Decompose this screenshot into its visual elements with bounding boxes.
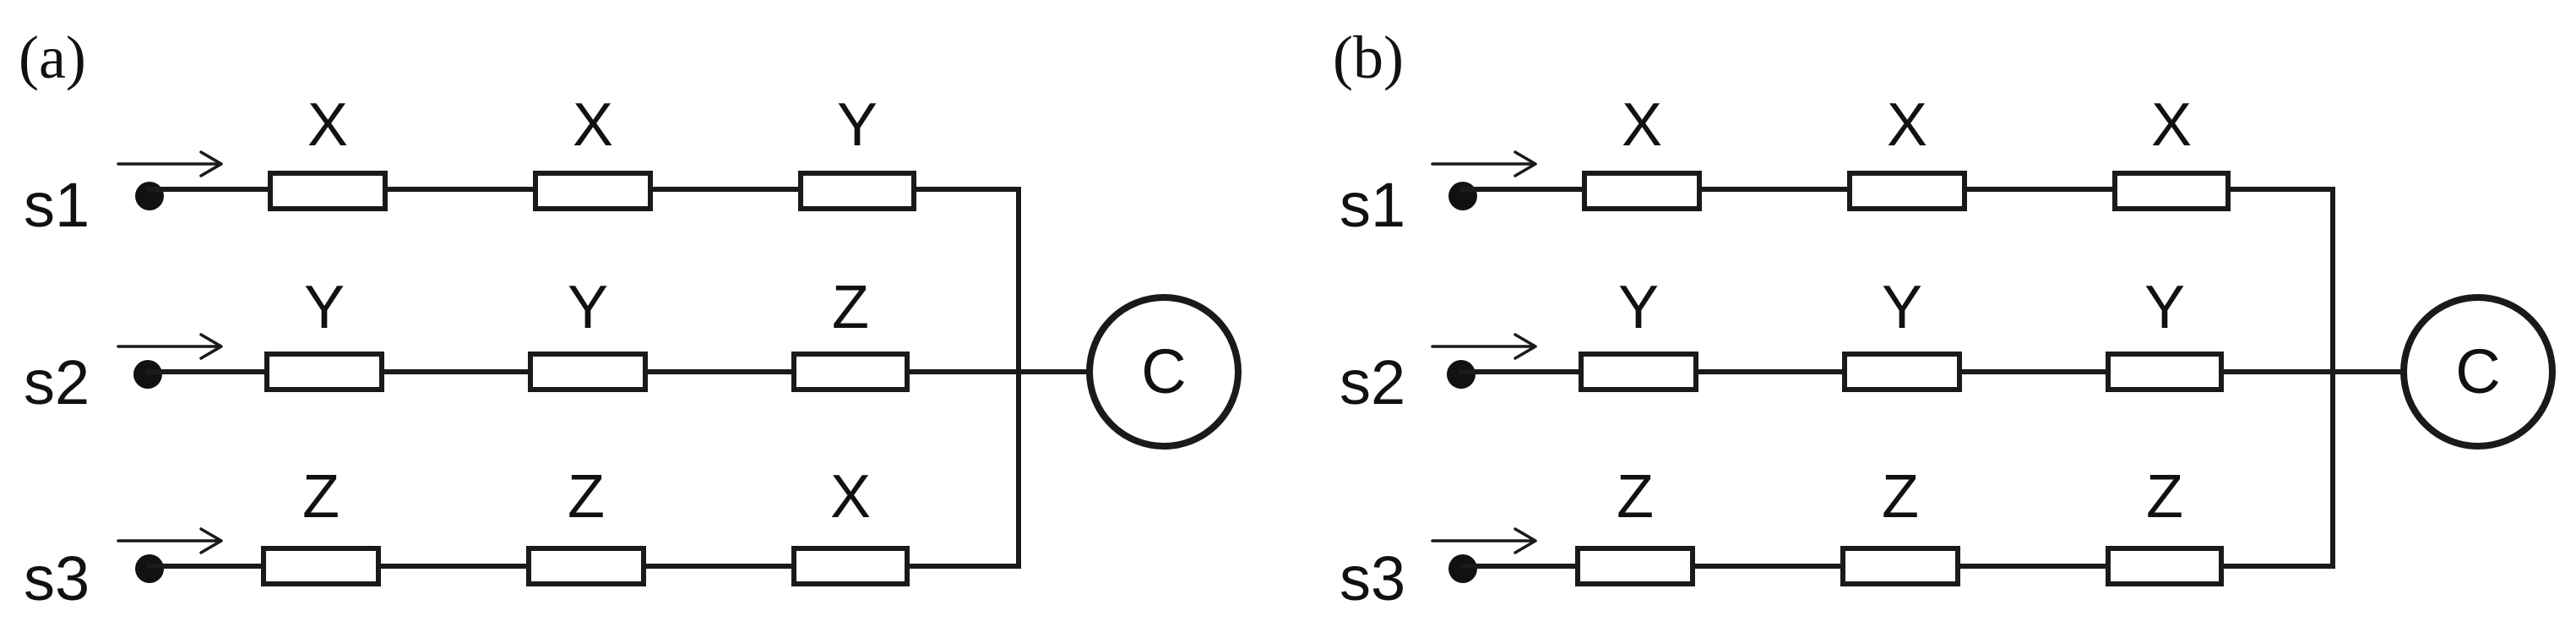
panel-b-row-3-component-3: [2106, 546, 2224, 586]
panel-a-row-1-component-2: [533, 171, 653, 211]
panel-a-source-s1-node: [135, 182, 164, 210]
panel-b: (b) s1 X X X s2 Y: [1333, 24, 2556, 613]
panel-b-row-1-component-1-label: X: [1622, 91, 1662, 159]
panel-a-row-3-component-2: [526, 546, 646, 586]
panel-a-center-label: C: [1141, 336, 1186, 406]
panel-a-row-1-component-2-label: X: [573, 91, 613, 159]
panel-a-source-s2-label: s2: [24, 347, 90, 417]
panel-b-row-2-direction-arrow: [1431, 333, 1537, 360]
panel-a-row-3-component-3: [791, 546, 910, 586]
panel-a-row-2-component-2: [528, 352, 648, 392]
panel-a-row-1-component-3: [798, 171, 916, 211]
panel-b-row-1-component-2: [1847, 171, 1967, 211]
panel-b-label: (b): [1333, 24, 1404, 91]
panel-b-row-3-component-2-label: Z: [1882, 463, 1919, 531]
panel-a-source-s3-label: s3: [24, 543, 90, 613]
panel-a-row-1-component-1-label: X: [307, 91, 348, 159]
panel-b-row-2-component-2: [1842, 352, 1962, 392]
panel-a: (a) s1 X X Y s2 Y: [19, 24, 1242, 613]
panel-b-source-s3-label: s3: [1340, 543, 1405, 613]
panel-b-row-1: s1 X X X: [1340, 91, 2335, 240]
panel-a-row-3-direction-arrow: [117, 527, 223, 554]
panel-b-row-1-direction-arrow: [1431, 150, 1537, 177]
panel-b-row-1-component-2-label: X: [1887, 91, 1927, 159]
panel-a-center-node: [1086, 294, 1242, 450]
panel-b-row-3-component-2: [1840, 546, 1960, 586]
panel-b-row-3-component-1-label: Z: [1617, 463, 1654, 531]
panel-b-row-1-component-1: [1582, 171, 1702, 211]
panel-a-row-2-component-2-label: Y: [568, 274, 608, 341]
panel-a-row-1-component-3-label: Y: [837, 91, 878, 159]
panel-a-row-3-component-3-label: X: [830, 463, 871, 531]
panel-b-row-2: s2 Y Y Y: [1340, 274, 2406, 417]
panel-b-row-2-component-3: [2106, 352, 2224, 392]
panel-a-row-3-component-2-label: Z: [568, 463, 605, 531]
panel-b-source-s1-node: [1448, 182, 1477, 210]
panel-a-row-3: s3 Z Z X: [24, 463, 1021, 613]
panel-a-row-2-component-3: [791, 352, 910, 392]
panel-a-row-2-component-1: [264, 352, 384, 392]
panel-b-row-2-component-1: [1579, 352, 1698, 392]
panel-a-row-2-component-1-label: Y: [304, 274, 345, 341]
panel-b-row-2-component-3-label: Y: [2144, 274, 2185, 341]
panel-a-row-1: s1 X X Y: [24, 91, 1021, 240]
panel-b-row-3-component-3-label: Z: [2146, 463, 2183, 531]
panel-a-row-1-direction-arrow: [117, 150, 223, 177]
panel-b-row-1-component-3: [2112, 171, 2231, 211]
panel-b-source-s2-label: s2: [1340, 347, 1405, 417]
panel-b-center-node: [2400, 294, 2556, 450]
panel-a-source-s1-label: s1: [24, 170, 90, 240]
panel-b-center-label: C: [2455, 336, 2500, 406]
panel-b-row-1-component-3-label: X: [2151, 91, 2192, 159]
panel-b-row-3-direction-arrow: [1431, 527, 1537, 554]
panel-a-row-3-component-1: [261, 546, 381, 586]
panel-b-row-3-component-1: [1575, 546, 1695, 586]
panel-b-row-3: s3 Z Z Z: [1340, 463, 2335, 613]
panel-a-row-2-direction-arrow: [117, 333, 223, 360]
panel-b-source-s1-label: s1: [1340, 170, 1405, 240]
panel-b-row-2-component-1-label: Y: [1618, 274, 1659, 341]
panel-a-row-2: s2 Y Y Z: [24, 274, 1092, 417]
panel-a-row-2-component-3-label: Z: [832, 274, 869, 341]
panel-a-row-1-component-1: [268, 171, 388, 211]
panel-b-row-2-component-2-label: Y: [1882, 274, 1922, 341]
panel-a-label: (a): [19, 24, 86, 91]
panel-a-row-3-component-1-label: Z: [302, 463, 340, 531]
